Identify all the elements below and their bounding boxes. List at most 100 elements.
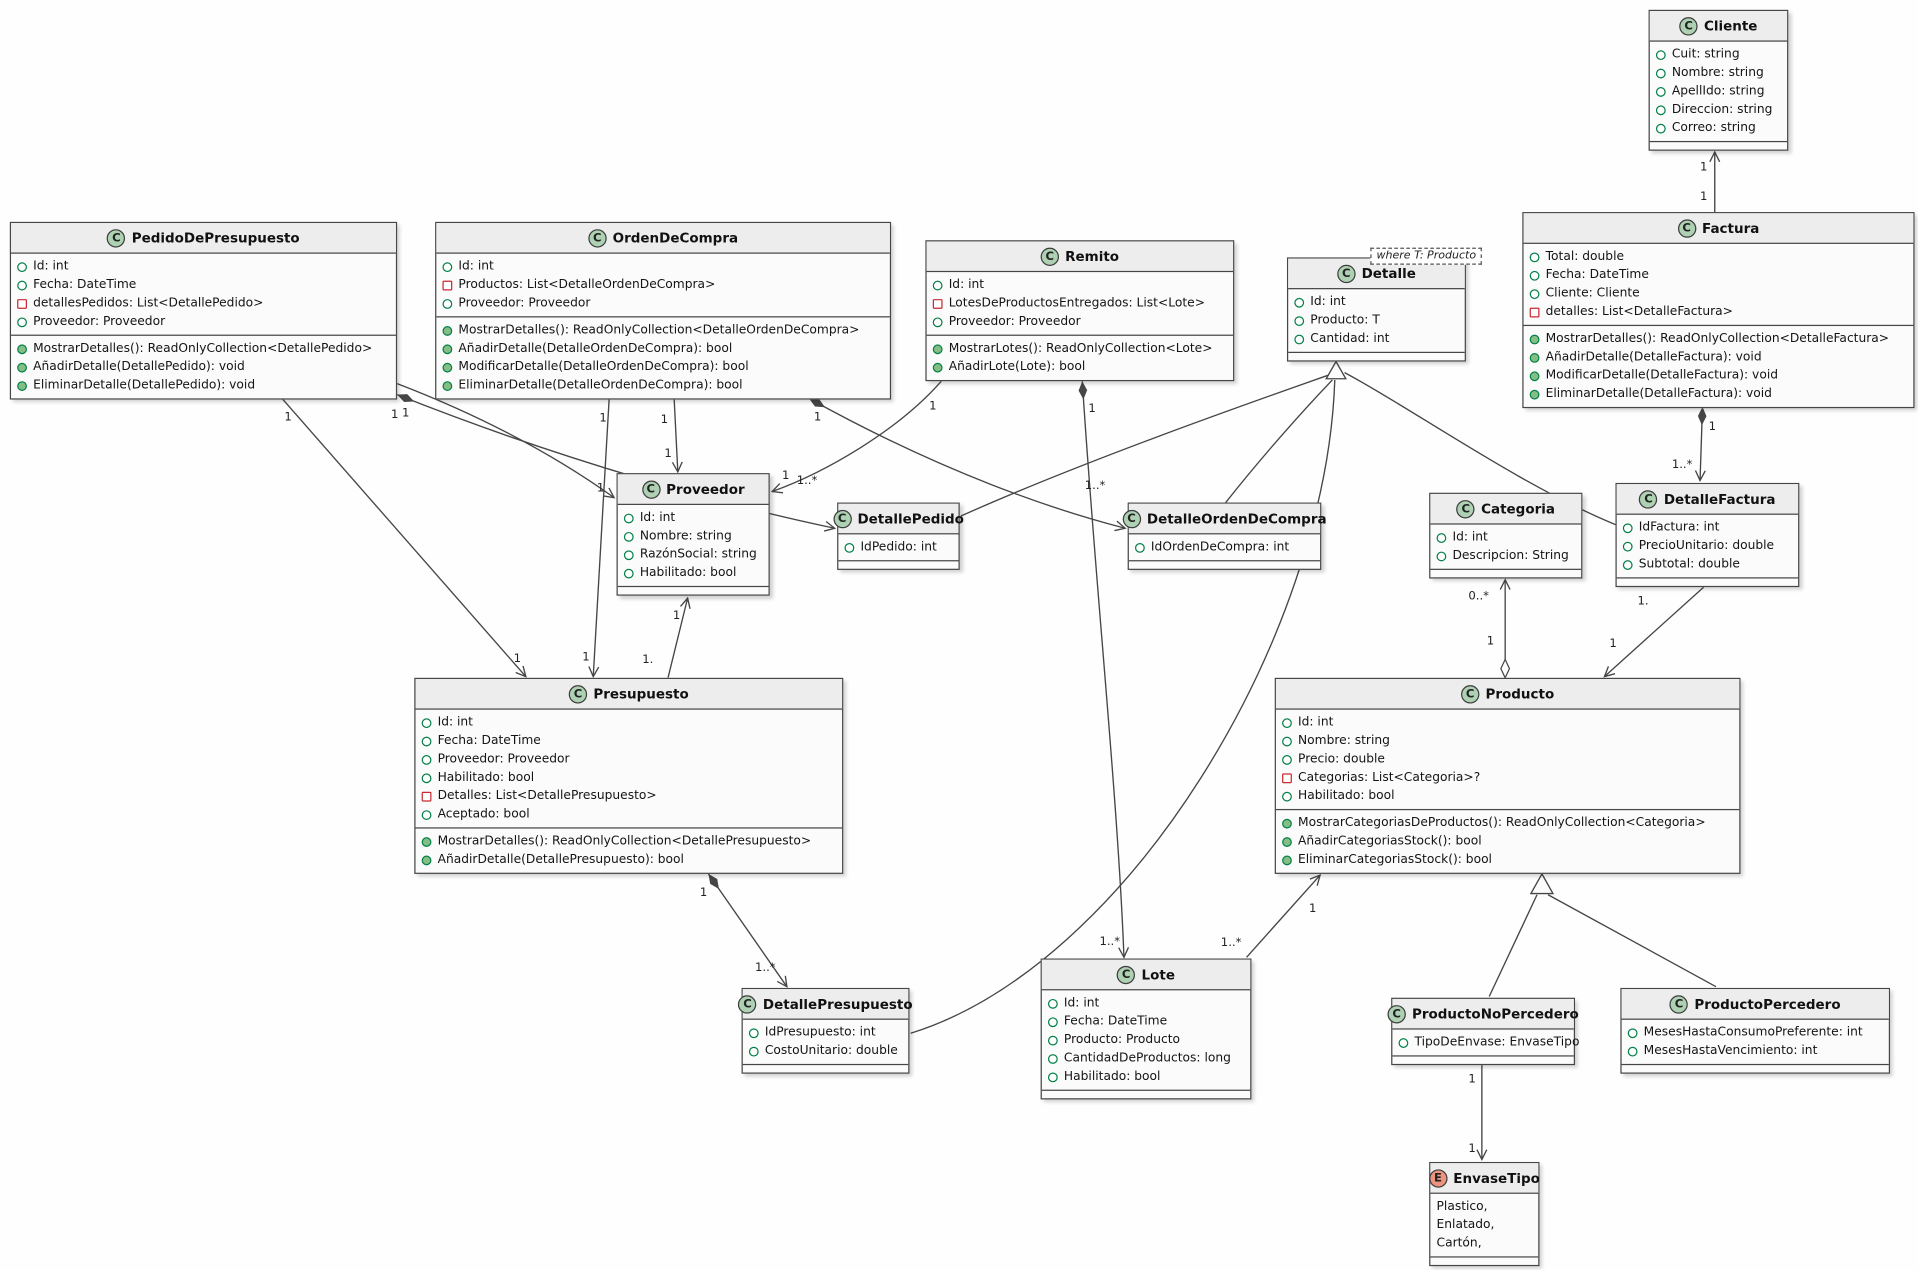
attribute-row: Id: int [623,509,761,527]
methods-compartment [1649,140,1788,150]
class-name: DetallePresupuesto [762,995,913,1012]
attribute-row: Nombre: string [1655,64,1780,82]
public-field-icon [1047,1053,1058,1064]
attribute-row: Producto: Producto [1047,1031,1243,1049]
attribute-row: CostoUnitario: double [748,1042,901,1060]
member-text: Productos: List<DetalleOrdenDeCompra> [458,278,716,292]
member-text: AñadirCategoriasStock(): bool [1298,834,1482,849]
edge-factura-detallefactura [1694,406,1707,482]
method-row: EliminarDetalle(DetalleOrdenDeCompra): b… [442,376,882,394]
attributes-compartment: IdPedido: int [838,533,959,560]
multiplicity-label: 1 [700,885,707,899]
public-field-icon [421,754,432,765]
member-text: Proveedor: Proveedor [458,296,591,311]
edge-lote-producto [1246,874,1322,958]
attribute-row: Total: double [1529,248,1906,266]
member-text: AñadirDetalle(DetalleOrdenDeCompra): boo… [458,341,733,356]
methods-compartment [1621,1063,1889,1073]
class-name: Cliente [1703,17,1758,34]
member-text: Subtotal: double [1638,557,1740,572]
public-field-icon [1655,68,1666,78]
public-method-icon [442,343,453,354]
member-text: Direccion: string [1671,102,1773,117]
public-method-icon [1282,854,1292,865]
enum-values-compartment: Plastico,Enlatado,Cartón, [1430,1192,1539,1257]
attribute-row: Cuit: string [1655,45,1780,63]
method-row: EliminarDetalle(DetalleFactura): void [1529,385,1906,403]
public-method-icon [1529,334,1540,344]
attribute-row: LotesDeProductosEntregados: List<Lote> [932,294,1226,312]
edge-ordendecompra-presupuesto [588,398,610,679]
member-text: Id: int [639,511,676,525]
multiplicity-label: 1..* [1085,478,1106,492]
member-text: MostrarDetalles(): ReadOnlyCollection<De… [33,341,373,356]
methods-compartment: MostrarDetalles(): ReadOnlyCollection<De… [436,316,890,398]
member-text: Proveedor: Proveedor [33,315,166,329]
public-field-icon [17,261,27,272]
class-name: ProductoPercedero [1694,995,1841,1012]
class-name: DetalleOrdenDeCompra [1146,510,1327,527]
multiplicity-label: 1. [1638,593,1649,607]
member-text: IdFactura: int [1638,520,1720,535]
member-text: Id: int [458,259,494,274]
class-name: Detalle [1361,265,1416,282]
method-row: MostrarDetalles(): ReadOnlyCollection<De… [1529,330,1906,348]
attribute-row: Id: int [932,276,1226,294]
methods-compartment: MostrarDetalles(): ReadOnlyCollection<De… [415,827,843,872]
public-field-icon [1529,288,1540,299]
multiplicity-label: 1 [1709,419,1716,433]
public-field-icon [1282,736,1292,746]
member-text: ModificarDetalle(DetalleOrdenDeCompra): … [458,360,749,374]
public-method-icon [932,362,943,372]
public-field-icon [1294,334,1305,344]
method-row: ModificarDetalle(DetalleOrdenDeCompra): … [442,358,882,376]
public-field-icon [1622,541,1633,551]
methods-compartment [1616,577,1799,586]
multiplicity-label: 1 [599,411,606,425]
public-field-icon [421,809,432,820]
attribute-row: Fecha: DateTime [17,276,388,294]
multiplicity-label: 1 [673,608,680,622]
enum-icon: E [1428,1168,1448,1188]
member-text: Producto: Producto [1063,1033,1181,1047]
class-name: DetallePedido [857,510,964,527]
class-name: Categoria [1481,500,1555,517]
public-field-icon [1294,297,1305,308]
methods-compartment [1041,1089,1251,1099]
public-field-icon [1282,717,1292,728]
private-field-icon [1529,307,1540,317]
multiplicity-label: 0..* [1468,588,1489,602]
public-method-icon [1529,370,1540,381]
member-text: Habilitado: bool [639,566,737,580]
member-text: IdOrdenDeCompra: int [1150,540,1290,555]
attribute-row: Aceptado: bool [421,805,835,823]
member-text: Id: int [1310,295,1346,309]
methods-compartment [1288,351,1465,361]
method-row: MostrarDetalles(): ReadOnlyCollection<De… [421,832,835,850]
member-text: Proveedor: Proveedor [948,315,1081,329]
class-name: Proveedor [666,481,745,498]
attribute-row: Id: int [442,257,882,275]
member-text: Fecha: DateTime [1063,1014,1168,1029]
public-field-icon [623,568,634,578]
private-field-icon [1282,772,1292,783]
attributes-compartment: IdOrdenDeCompra: int [1128,533,1321,560]
member-text: IdPresupuesto: int [764,1025,876,1040]
methods-compartment [742,1063,909,1073]
attribute-row: Correo: string [1655,119,1780,137]
public-field-icon [1655,104,1666,115]
public-field-icon [1047,1071,1058,1082]
multiplicity-label: 1 [1487,634,1494,648]
member-text: Habilitado: bool [1063,1070,1161,1084]
